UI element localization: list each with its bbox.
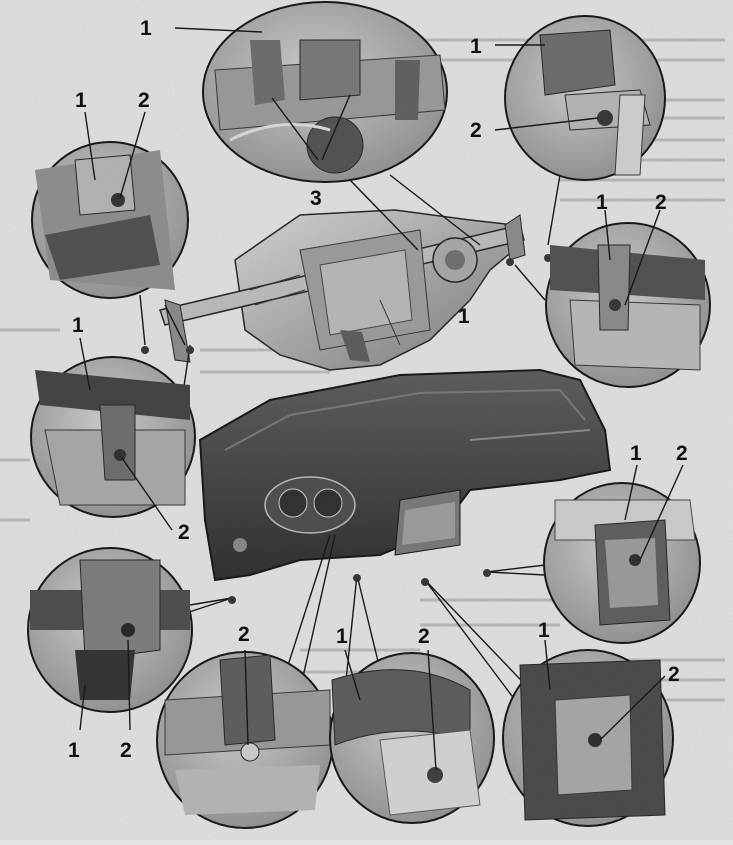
callout-right-lower-2: 2 <box>676 442 688 465</box>
callout-bottom-a-2: 2 <box>238 623 250 646</box>
callout-top-center-3: 3 <box>310 187 322 210</box>
callout-mid-right-1: 1 <box>596 191 608 214</box>
callout-mid-left-1: 1 <box>72 314 84 337</box>
callout-mid-left-2: 2 <box>178 521 190 544</box>
callout-top-center-1: 1 <box>140 17 152 40</box>
callout-bottom-c-2: 2 <box>668 663 680 686</box>
callout-bottom-b-2: 2 <box>418 625 430 648</box>
callout-top-left-2: 2 <box>138 89 150 112</box>
callout-bottom-b-1: 1 <box>336 625 348 648</box>
callout-dashboard-1: 1 <box>458 305 470 328</box>
callout-top-right-2: 2 <box>470 119 482 142</box>
callout-left-lower-2: 2 <box>120 739 132 762</box>
callout-mid-right-2: 2 <box>655 191 667 214</box>
callout-top-left-1: 1 <box>75 89 87 112</box>
callout-bottom-c-1: 1 <box>538 619 550 642</box>
callout-right-lower-1: 1 <box>630 442 642 465</box>
callout-left-lower-1: 1 <box>68 739 80 762</box>
callout-top-right-1: 1 <box>470 35 482 58</box>
